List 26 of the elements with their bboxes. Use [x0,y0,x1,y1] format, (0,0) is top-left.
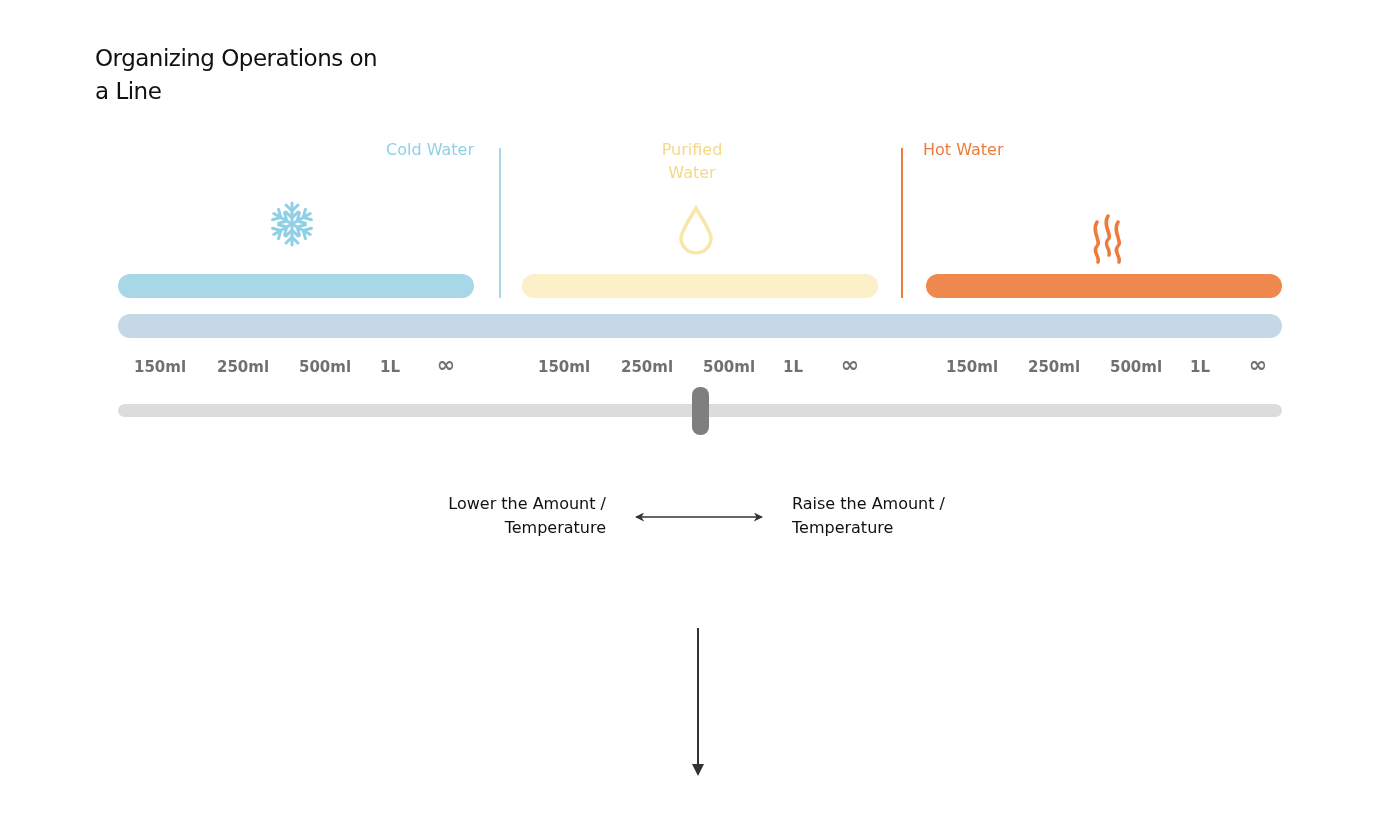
category-heading: Cold Water [385,139,474,161]
scale-label: 150ml [944,357,1000,377]
range-bar [118,274,474,298]
scale-label: 1L [379,357,401,377]
scale-label: 500ml [297,357,353,377]
scale-label: 1L [782,357,804,377]
range-bar [926,274,1282,298]
scale-label: 150ml [132,357,188,377]
double-arrow [635,512,763,522]
scale-label: 500ml [1108,357,1164,377]
scale-bar [118,314,1282,338]
category-heading: Purified Water [660,139,724,184]
scale-label: ∞ [435,355,457,375]
range-bar [522,274,878,298]
text-label: Raise the Amount / Temperature [792,492,1022,540]
title: Organizing Operations on a Line [95,44,379,106]
scale-label: ∞ [1247,355,1269,375]
scale-label: 250ml [619,357,675,377]
scale-label: ∞ [839,355,861,375]
scale-label: 500ml [701,357,757,377]
scale-label: 250ml [1026,357,1082,377]
text-label: Lower the Amount / Temperature [386,492,606,540]
scale-label: 250ml [215,357,271,377]
scale-label: 150ml [536,357,592,377]
category-heading: Hot Water [923,139,1005,161]
scale-label: 1L [1189,357,1211,377]
